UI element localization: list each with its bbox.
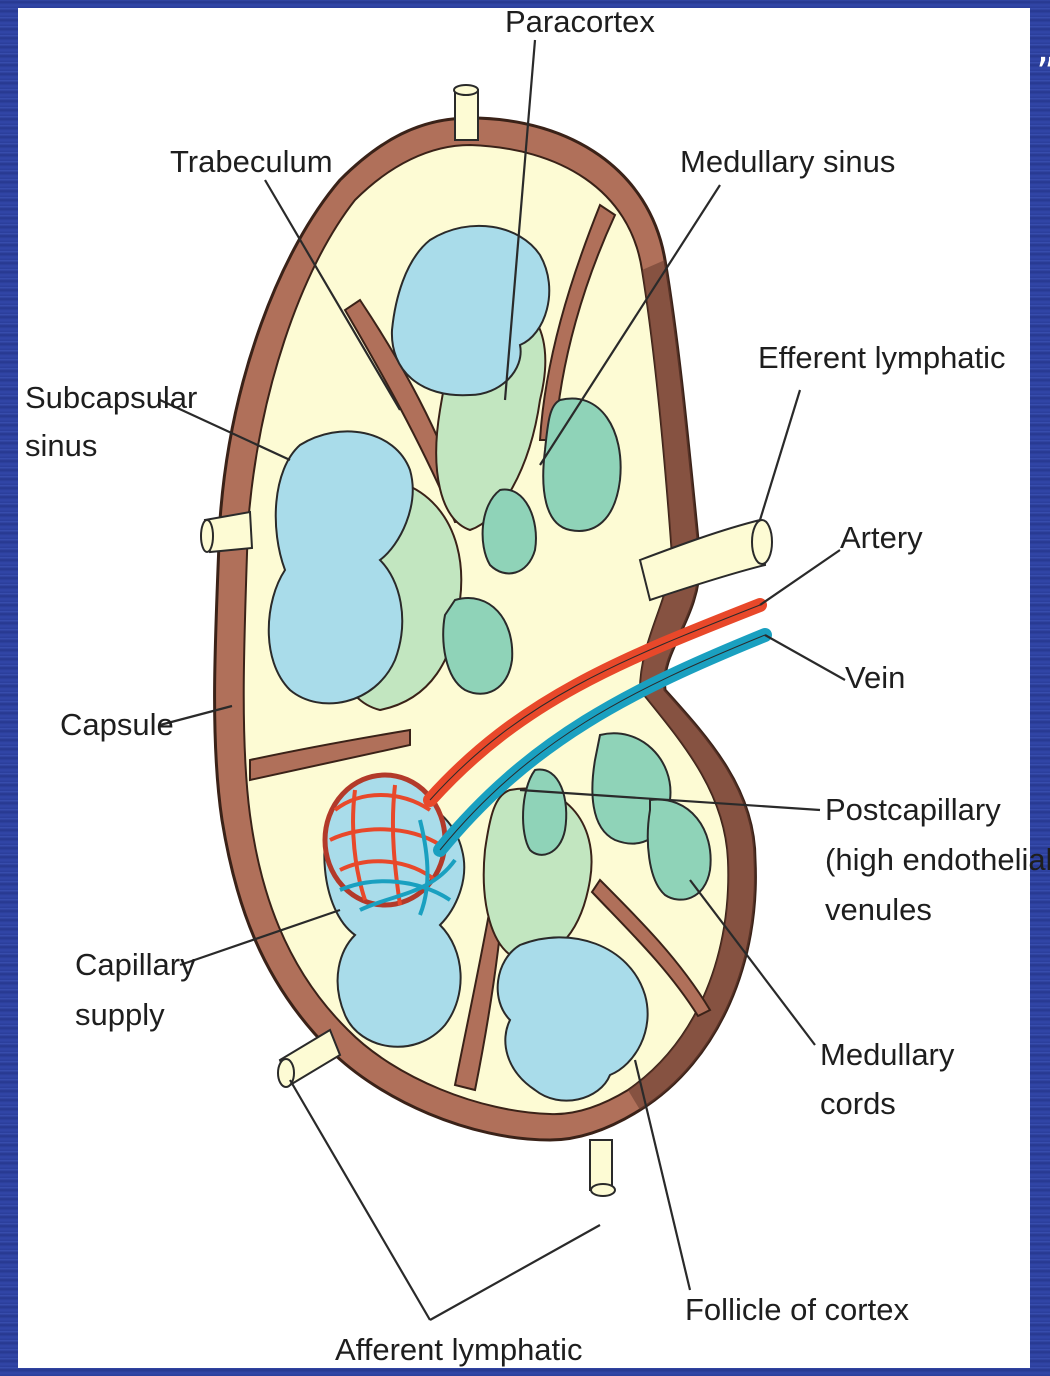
label-capsule: Capsule (60, 707, 174, 742)
label-artery: Artery (840, 520, 923, 555)
label-afferent-lymphatic: Afferent lymphatic (335, 1332, 583, 1367)
label-medullary-cords-line1: Medullary (820, 1037, 955, 1072)
label-follicle-of-cortex: Follicle of cortex (685, 1292, 909, 1327)
label-trabeculum: Trabeculum (170, 144, 333, 179)
label-medullary-cords-line2: cords (820, 1086, 896, 1121)
label-capillary-supply-line2: supply (75, 997, 165, 1032)
label-medullary-sinus: Medullary sinus (680, 144, 895, 179)
label-paracortex: Paracortex (505, 4, 655, 39)
efferent-lymphatic-opening (752, 520, 772, 564)
label-vein: Vein (845, 660, 905, 695)
label-efferent-lymphatic: Efferent lymphatic (758, 340, 1006, 375)
label-postcapillary-line1: Postcapillary (825, 792, 1001, 827)
label-capillary-supply-line1: Capillary (75, 947, 196, 982)
label-subcapsular-sinus-line1: Subcapsular (25, 380, 197, 415)
label-postcapillary-line2: (high endothelial) (825, 842, 1050, 877)
label-subcapsular-sinus-line2: sinus (25, 428, 97, 463)
label-postcapillary-line3: venules (825, 892, 932, 927)
